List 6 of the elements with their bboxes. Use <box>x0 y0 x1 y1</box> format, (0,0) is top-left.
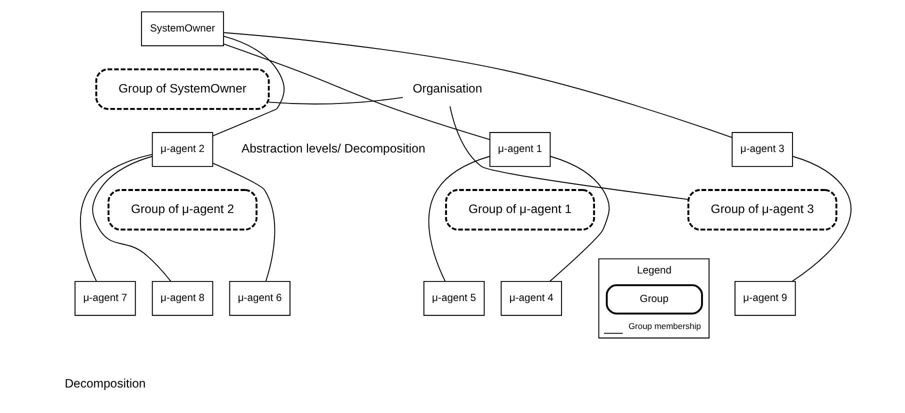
label: Decomposition <box>64 376 146 390</box>
legend-label: Group membership <box>628 320 700 331</box>
legend-label: Group <box>639 294 668 306</box>
label: Abstraction levels/ Decomposition <box>240 142 425 156</box>
label: Legend <box>636 266 672 277</box>
node-text: Organisation <box>412 81 482 96</box>
